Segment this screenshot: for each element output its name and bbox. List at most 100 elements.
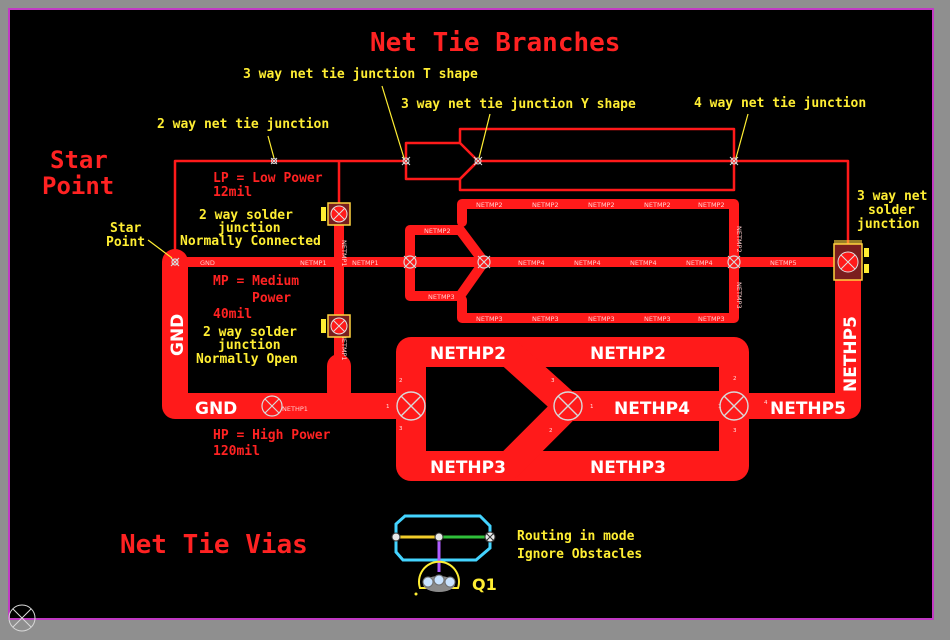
netmp2-track: [405, 225, 489, 267]
via-icon[interactable]: [391, 532, 401, 542]
via-icon[interactable]: [434, 532, 444, 542]
netmp3-label-f: NETMP3: [698, 315, 725, 323]
mp-label-line2: Power: [252, 291, 291, 306]
net-tie-junction-mp-left[interactable]: [403, 255, 417, 269]
solder-junction-3way[interactable]: [833, 240, 869, 281]
solder-junction-normally-open[interactable]: [321, 314, 351, 338]
mp-label-line1: MP = Medium: [213, 274, 299, 289]
four-way-label: 4 way net tie junction: [694, 96, 866, 111]
net-tie-junction-hp-y[interactable]: [553, 391, 583, 421]
netmp2-label-e: NETMP2: [644, 201, 671, 209]
nethp5-vertical-label: NETHP5: [841, 316, 861, 392]
netmp2-label-f: NETMP2: [698, 201, 725, 209]
nethp4-label: NETHP4: [614, 399, 690, 419]
pad-number: 4: [764, 400, 768, 406]
track-net-labels: GND NETMP1 NETMP1 NETMP2 NETMP3 NETMP2 N…: [200, 201, 797, 413]
q1-component[interactable]: [391, 514, 496, 596]
netmp3-label-b: NETMP3: [476, 315, 503, 323]
gnd-vertical-label: GND: [168, 314, 188, 356]
netlp-upper-loop: [458, 127, 736, 161]
netmp2-vertical-label: NETMP2: [735, 226, 743, 253]
netmp3-lower: [457, 257, 739, 323]
netmp2-label-d: NETMP2: [588, 201, 615, 209]
net-tie-junction-y[interactable]: [473, 156, 483, 166]
net-tie-junction-2way[interactable]: [270, 157, 278, 165]
solder-nc-label-line3: Normally Connected: [180, 234, 321, 249]
pad-number: 2: [549, 428, 553, 434]
low-power-copper: [173, 127, 850, 262]
netmp4-label-a: NETMP4: [518, 259, 545, 267]
netmp1-label-1: NETMP1: [300, 259, 327, 267]
netmp3-label-a: NETMP3: [428, 293, 455, 301]
page-title: Net Tie Branches: [370, 28, 620, 58]
gnd-small-label: GND: [200, 259, 215, 267]
net-tie-junctions: [170, 156, 749, 421]
q1-pad: [433, 574, 445, 586]
net-tie-junction-gnd-hp[interactable]: [261, 395, 283, 417]
net-tie-junction-mp-y[interactable]: [477, 255, 491, 269]
netmp1-label-2: NETMP1: [352, 259, 379, 267]
netmp2-label-c: NETMP2: [532, 201, 559, 209]
netlp-t-upper: [404, 141, 479, 162]
star-point-heading-line1: Star: [50, 146, 108, 174]
solder-junction-normally-connected[interactable]: [321, 202, 351, 226]
q1-designator: Q1: [472, 575, 497, 594]
q1-route-cyan: [394, 514, 492, 537]
netmp4-label-d: NETMP4: [686, 259, 713, 267]
hp-label-line1: HP = High Power: [213, 428, 331, 443]
q1-pad: [444, 576, 456, 588]
star-point-leader: [147, 239, 173, 259]
netmp2-upper: [457, 199, 739, 267]
q1-outline: [418, 560, 460, 589]
netmp3-vertical-label: NETMP3: [735, 282, 743, 309]
netmp3-track: [405, 257, 489, 301]
netmp3-label-e: NETMP3: [644, 315, 671, 323]
netlp-main: [478, 159, 850, 250]
three-way-y-label: 3 way net tie junction Y shape: [401, 97, 636, 112]
pad-number: 3: [733, 428, 737, 434]
net-tie-junction-4way-lp[interactable]: [729, 156, 739, 166]
lp-label-line1: LP = Low Power: [213, 171, 323, 186]
mp-label-line3: 40mil: [213, 307, 252, 322]
pad-number: 2: [733, 376, 737, 382]
two-way-junction-leader: [267, 135, 275, 159]
pad-number: 1: [386, 404, 390, 410]
netlp-left: [173, 159, 406, 262]
net-tie-junction-mp-4way[interactable]: [727, 255, 741, 269]
q1-pad: [422, 576, 434, 588]
lp-label-line2: 12mil: [213, 185, 252, 200]
netmp3-label-d: NETMP3: [588, 315, 615, 323]
star-point-label-line2: Point: [106, 235, 145, 250]
netmp4-label-b: NETMP4: [574, 259, 601, 267]
nethp3-label-left: NETHP3: [430, 458, 506, 478]
netmp4-label-c: NETMP4: [630, 259, 657, 267]
netmp1-vertical-label: NETMP1: [340, 240, 348, 267]
solder-nc-label-line1: 2 way solder: [199, 208, 293, 223]
netlp-t-lower: [404, 160, 479, 181]
net-tie-junction-hp-left[interactable]: [396, 391, 426, 421]
three-way-solder-label-line3: junction: [857, 217, 920, 232]
high-power-net-labels: GND GND NETHP2 NETHP2 NETHP3 NETHP3 NETH…: [168, 314, 861, 478]
routing-label-line2: Ignore Obstacles: [517, 547, 642, 562]
net-tie-junction-hp-right[interactable]: [719, 391, 749, 421]
pin1-dot: [414, 592, 418, 596]
netmp2-label-b: NETMP2: [476, 201, 503, 209]
star-point-junction[interactable]: [170, 257, 180, 267]
q1-route-cyan-lower: [394, 537, 492, 562]
netlp-lower-loop: [458, 160, 736, 192]
hp-label-line2: 120mil: [213, 444, 260, 459]
nethp5-track: [721, 249, 861, 419]
net-tie-junction-t[interactable]: [401, 156, 411, 166]
nethp5-label: NETHP5: [770, 399, 846, 419]
gnd-horizontal-label: GND: [195, 399, 237, 419]
three-way-y-leader: [478, 113, 491, 159]
solder-no-label-line2: junction: [218, 338, 281, 353]
origin-marker-icon: [8, 604, 36, 632]
solder-no-label-line3: Normally Open: [196, 352, 298, 367]
netmp3-label-c: NETMP3: [532, 315, 559, 323]
nethp2-track: [396, 337, 749, 421]
four-way-leader: [735, 113, 749, 159]
net-tie-vias-heading: Net Tie Vias: [120, 530, 308, 560]
